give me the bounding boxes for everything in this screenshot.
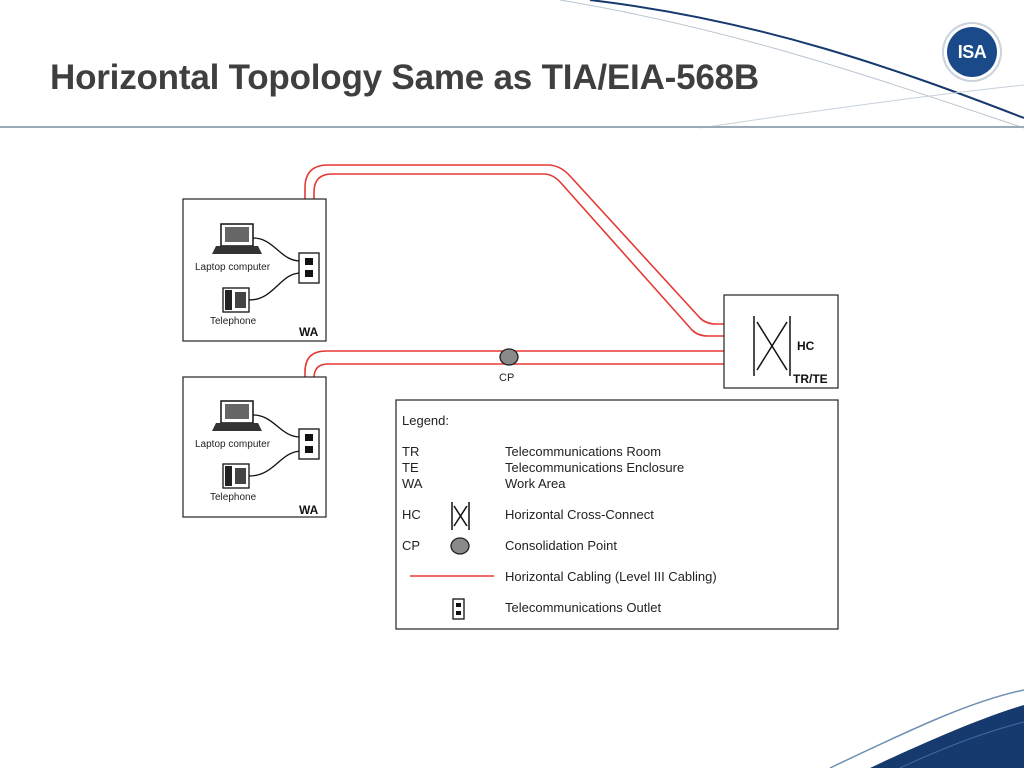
outlet-icon [298,252,320,284]
telephone-label: Telephone [210,316,257,327]
work-area-tag: WA [299,503,319,517]
work-area-1: Laptop computer Telephone WA [182,198,327,342]
legend-abbr: TR [402,444,419,459]
legend-desc: Horizontal Cabling (Level III Cabling) [505,569,717,584]
laptop-label: Laptop computer [195,439,271,450]
laptop-label: Laptop computer [195,262,271,273]
legend-abbr: CP [402,538,420,553]
outlet-icon [298,428,320,460]
legend-abbr: TE [402,460,419,475]
legend-desc: Telecommunications Room [505,444,661,459]
telephone-icon [222,287,250,313]
legend-desc: Consolidation Point [505,538,617,553]
legend-desc: Work Area [505,476,566,491]
work-area-tag: WA [299,325,319,339]
laptop-icon [212,223,262,254]
telephone-icon [222,463,250,489]
cross-connect-icon [451,502,470,530]
title-divider [0,126,1024,128]
logo-text: ISA [957,41,987,62]
isa-logo: ISA [947,27,997,77]
hc-label: HC [797,339,815,353]
legend-title: Legend: [402,413,449,428]
laptop-icon [212,400,262,431]
slide-title: Horizontal Topology Same as TIA/EIA-568B [50,58,759,97]
horizontal-cabling [304,164,754,430]
legend-desc: Telecommunications Outlet [505,600,661,615]
outlet-icon [452,598,465,620]
legend-desc: Horizontal Cross-Connect [505,507,654,522]
room-label: TR/TE [793,372,828,386]
consolidation-point: CP [499,348,519,384]
cross-connect-icon [753,316,791,376]
work-area-2: Laptop computer Telephone WA [182,376,327,518]
legend-abbr: HC [402,507,421,522]
legend: Legend: TR Telecommunications Room TE Te… [395,399,839,630]
consolidation-point-icon [450,537,470,555]
legend-desc: Telecommunications Enclosure [505,460,684,475]
telephone-label: Telephone [210,492,257,503]
cp-label: CP [499,372,514,384]
legend-abbr: WA [402,476,423,491]
telecom-room: HC TR/TE [723,294,839,389]
